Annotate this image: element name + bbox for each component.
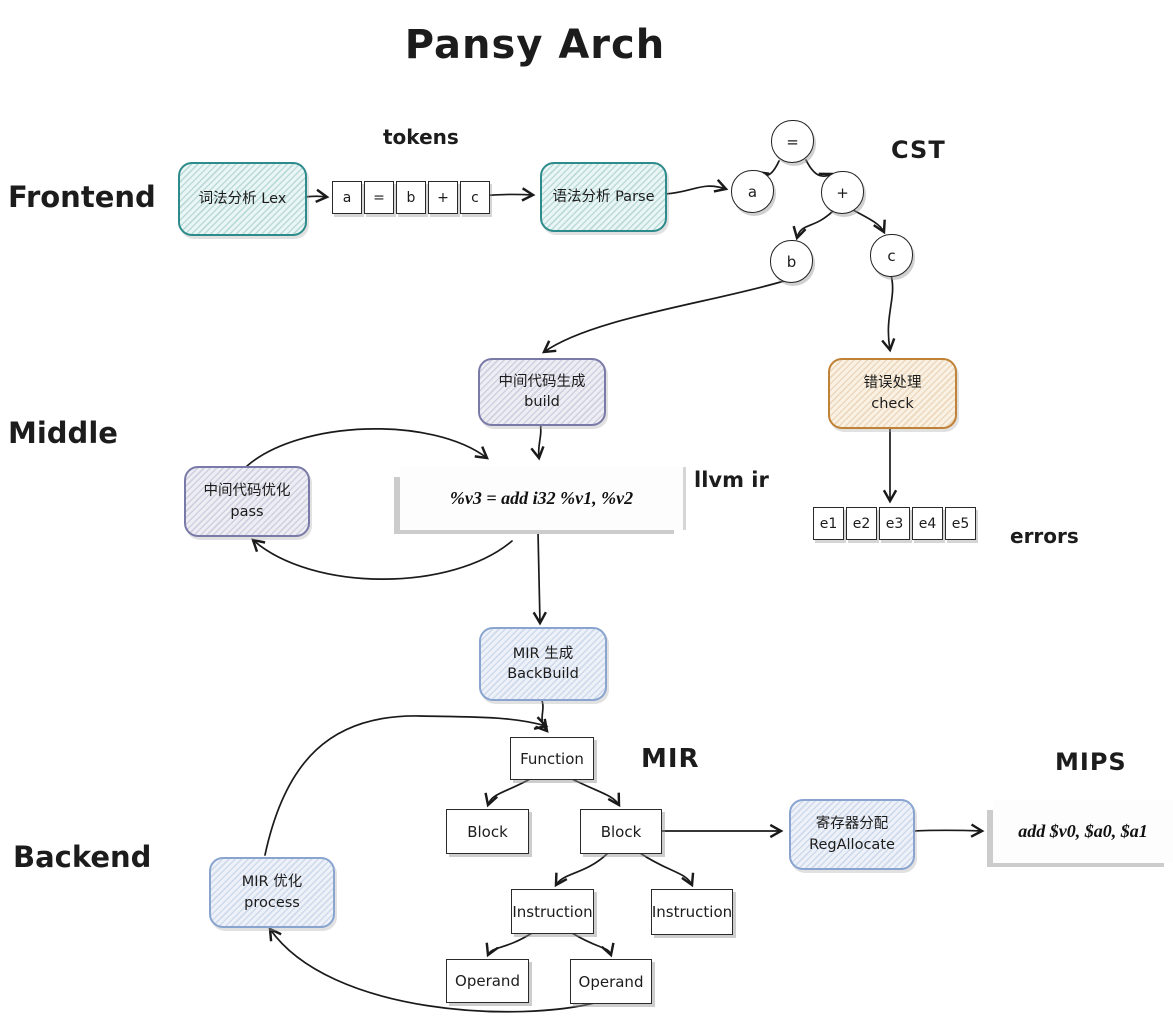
node-build-label-en: build (524, 394, 560, 410)
node-regallocate-label-en: RegAllocate (809, 836, 895, 853)
edge-c-check (881, 274, 896, 353)
edge-operand-process (268, 926, 599, 1013)
mir-node-instruction-left: Instruction (511, 889, 594, 934)
node-backbuild-label-cn: MIR 生成 (512, 645, 574, 662)
label-cst: CST (891, 136, 946, 164)
node-build: 中间代码生成 build (478, 358, 606, 426)
mir-node-function: Function (510, 737, 594, 780)
edge-function-block1 (484, 777, 533, 808)
mir-node-instruction-right: Instruction (651, 889, 733, 935)
mir-node-operand-left: Operand (446, 959, 529, 1003)
token-cell: = (364, 181, 394, 214)
error-cell: e2 (846, 507, 877, 540)
edge-block2-instr1 (554, 852, 609, 888)
edge-pass-ir-top (246, 427, 489, 467)
edge-ir-backbuild (532, 531, 547, 626)
mips-code: add $v0, $a0, $a1 (1018, 821, 1148, 841)
token-cell: a (332, 181, 362, 214)
node-lex-label: 词法分析 Lex (198, 190, 287, 207)
edge-block2-instr2 (639, 852, 695, 888)
section-label-frontend: Frontend (8, 180, 156, 214)
error-cell: e4 (912, 507, 943, 540)
mir-node-block-right: Block (580, 809, 662, 854)
edge-instr1-op1 (485, 932, 533, 958)
edge-parse-cst (664, 178, 729, 195)
mips-card: add $v0, $a0, $a1 (993, 800, 1173, 863)
edge-ir-pass-bottom (251, 538, 513, 580)
edge-function-block2 (569, 777, 621, 808)
node-parse-label: 语法分析 Parse (552, 188, 655, 205)
label-mips: MIPS (1055, 748, 1127, 776)
llvm-ir-code: %v3 = add i32 %v1, %v2 (449, 488, 634, 508)
cst-node-eq: = (771, 120, 814, 163)
node-pass: 中间代码优化 pass (184, 466, 310, 537)
label-mir: MIR (641, 744, 700, 774)
cst-node-c: c (870, 234, 913, 277)
node-build-label-cn: 中间代码生成 (498, 373, 586, 390)
node-backbuild: MIR 生成 BackBuild (479, 627, 607, 701)
edge-regallocate-mips (912, 823, 985, 838)
node-pass-label-en: pass (230, 503, 264, 520)
edge-eq-plus (805, 159, 834, 186)
token-list: a = b + c (332, 181, 490, 214)
edge-instr1-op2 (571, 932, 615, 958)
node-check: 错误处理 check (828, 358, 957, 429)
mir-node-operand-right: Operand (570, 959, 652, 1004)
label-tokens: tokens (383, 125, 459, 149)
edge-process-function (264, 715, 549, 856)
node-process: MIR 优化 process (209, 857, 335, 928)
error-cell: e1 (813, 507, 844, 540)
cst-node-a: a (731, 170, 774, 213)
cst-node-plus: + (821, 171, 864, 214)
diagram-title: Pansy Arch (404, 22, 666, 68)
edge-plus-c (852, 209, 886, 235)
label-llvm-ir: llvm ir (694, 468, 769, 492)
token-cell: b (396, 181, 426, 214)
edge-b-build (541, 280, 785, 354)
edge-plus-b (792, 210, 834, 241)
cst-node-b: b (770, 240, 813, 283)
label-errors: errors (1010, 524, 1079, 548)
edge-build-ir (530, 421, 545, 461)
llvm-ir-card: %v3 = add i32 %v1, %v2 (400, 467, 686, 530)
edge-lex-tokens (304, 188, 330, 204)
error-list: e1 e2 e3 e4 e5 (813, 507, 976, 540)
error-cell: e5 (945, 507, 976, 540)
node-parse: 语法分析 Parse (540, 162, 667, 232)
node-check-label-cn: 错误处理 (863, 375, 922, 392)
section-label-backend: Backend (13, 840, 152, 874)
node-regallocate-label-cn: 寄存器分配 (815, 816, 889, 833)
node-lex: 词法分析 Lex (178, 162, 307, 236)
node-process-label-cn: MIR 优化 (241, 874, 303, 891)
node-process-label-en: process (244, 894, 300, 911)
mir-node-block-left: Block (446, 809, 529, 854)
node-backbuild-label-en: BackBuild (507, 666, 579, 682)
section-label-middle: Middle (8, 416, 118, 450)
token-cell: + (428, 181, 458, 214)
node-check-label-en: check (871, 395, 914, 412)
error-cell: e3 (879, 507, 910, 540)
node-regallocate: 寄存器分配 RegAllocate (789, 799, 915, 870)
token-cell: c (460, 181, 490, 214)
node-pass-label-cn: 中间代码优化 (203, 483, 291, 500)
